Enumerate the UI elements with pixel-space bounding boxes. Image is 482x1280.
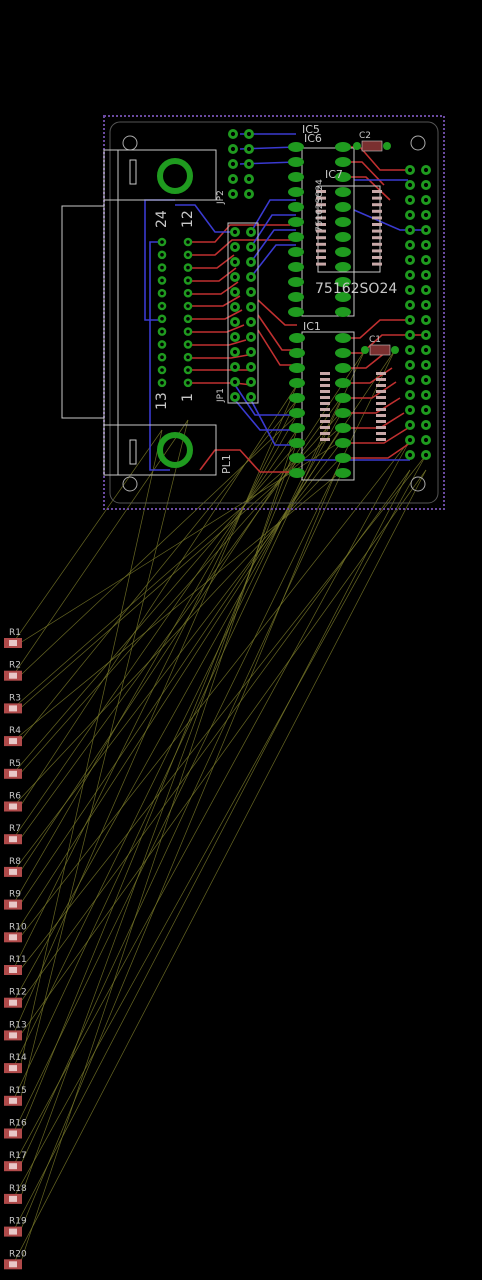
resistor-label: R12 <box>9 988 27 998</box>
resistor-label: R19 <box>9 1217 27 1227</box>
connector-pl1[interactable]: 24 12 13 1 PL1 <box>61 149 233 476</box>
resistor-5[interactable]: R5 <box>4 759 22 779</box>
resistor-8[interactable]: R8 <box>4 857 22 877</box>
resistor-12[interactable]: R12 <box>4 988 27 1008</box>
pin-label-13: 13 <box>154 392 170 410</box>
resistor-14[interactable]: R14 <box>4 1053 27 1074</box>
board-outline <box>103 115 445 510</box>
ic5-label: IC5 <box>302 123 320 136</box>
ic6-label: IC6 <box>304 132 322 145</box>
resistor-9[interactable]: R9 <box>4 890 22 910</box>
ic7-part-value: 75162SO24 <box>315 281 397 297</box>
jp1-label: JP1 <box>216 388 226 403</box>
resistor-label: R13 <box>9 1020 27 1030</box>
resistor-label: R15 <box>9 1086 27 1096</box>
resistor-10[interactable]: R10 <box>4 922 27 943</box>
resistor-label: R10 <box>9 922 27 932</box>
ic7-soic[interactable]: IC7 75162SO24 75162SO24 <box>315 168 397 297</box>
resistor-label: R9 <box>9 890 21 900</box>
ic1-dip-lower[interactable]: IC1 <box>289 320 386 481</box>
ic-dip-upper[interactable]: IC5 IC6 <box>288 123 355 317</box>
pl1-label: PL1 <box>220 454 233 474</box>
resistor-label: R18 <box>9 1184 27 1194</box>
resistor-label: R8 <box>9 857 21 867</box>
resistor-label: R4 <box>9 726 21 736</box>
resistor-label: R17 <box>9 1151 27 1161</box>
resistor-label: R6 <box>9 792 21 802</box>
edge-header-right[interactable] <box>405 165 431 460</box>
resistor-label: R2 <box>9 661 21 671</box>
resistor-13[interactable]: R13 <box>4 1020 27 1041</box>
resistor-7[interactable]: R7 <box>4 824 22 845</box>
resistor-label: R1 <box>9 628 21 638</box>
resistor-18[interactable]: R18 <box>4 1184 27 1204</box>
mounting-hole-top <box>157 158 193 194</box>
resistor-label: R5 <box>9 759 21 769</box>
resistor-17[interactable]: R17 <box>4 1151 27 1172</box>
header-jp1[interactable]: JP1 <box>216 222 259 404</box>
jp2-label: JP2 <box>216 190 226 205</box>
ratsnest-airwires <box>12 349 427 1265</box>
resistor-1[interactable]: R1 <box>4 628 22 648</box>
ic1-label: IC1 <box>303 320 321 333</box>
capacitor-c1[interactable]: C1 <box>361 335 399 356</box>
ic7-rotated-value: 75162SO24 <box>315 179 325 232</box>
resistor-19[interactable]: R19 <box>4 1217 27 1237</box>
resistor-11[interactable]: R11 <box>4 955 27 975</box>
copper-traces <box>144 133 426 473</box>
mounting-hole-bottom <box>157 432 193 468</box>
resistor-16[interactable]: R16 <box>4 1119 27 1139</box>
pin-label-1: 1 <box>180 393 196 402</box>
resistor-20[interactable]: R20 <box>4 1249 27 1270</box>
resistor-2[interactable]: R2 <box>4 661 22 681</box>
resistor-4[interactable]: R4 <box>4 726 22 747</box>
resistor-list: R1R2R3R4R5R6R7R8R9R10R11R12R13R14R15R16R… <box>4 628 27 1270</box>
resistor-3[interactable]: R3 <box>4 693 22 714</box>
resistor-label: R14 <box>9 1053 27 1063</box>
resistor-label: R3 <box>9 693 21 703</box>
header-jp2[interactable]: JP2 <box>216 129 254 205</box>
c1-label: C1 <box>369 335 381 345</box>
capacitor-c2[interactable]: C2 <box>353 131 391 152</box>
resistor-label: R16 <box>9 1119 27 1129</box>
pl1-pin-array <box>157 237 193 388</box>
resistor-6[interactable]: R6 <box>4 792 22 812</box>
c2-label: C2 <box>359 131 371 141</box>
resistor-label: R20 <box>9 1249 27 1259</box>
resistor-label: R11 <box>9 955 27 965</box>
ic7-label: IC7 <box>325 168 343 181</box>
resistor-label: R7 <box>9 824 21 834</box>
resistor-15[interactable]: R15 <box>4 1086 27 1106</box>
pin-label-12: 12 <box>180 210 196 228</box>
pin-label-24: 24 <box>154 210 170 228</box>
